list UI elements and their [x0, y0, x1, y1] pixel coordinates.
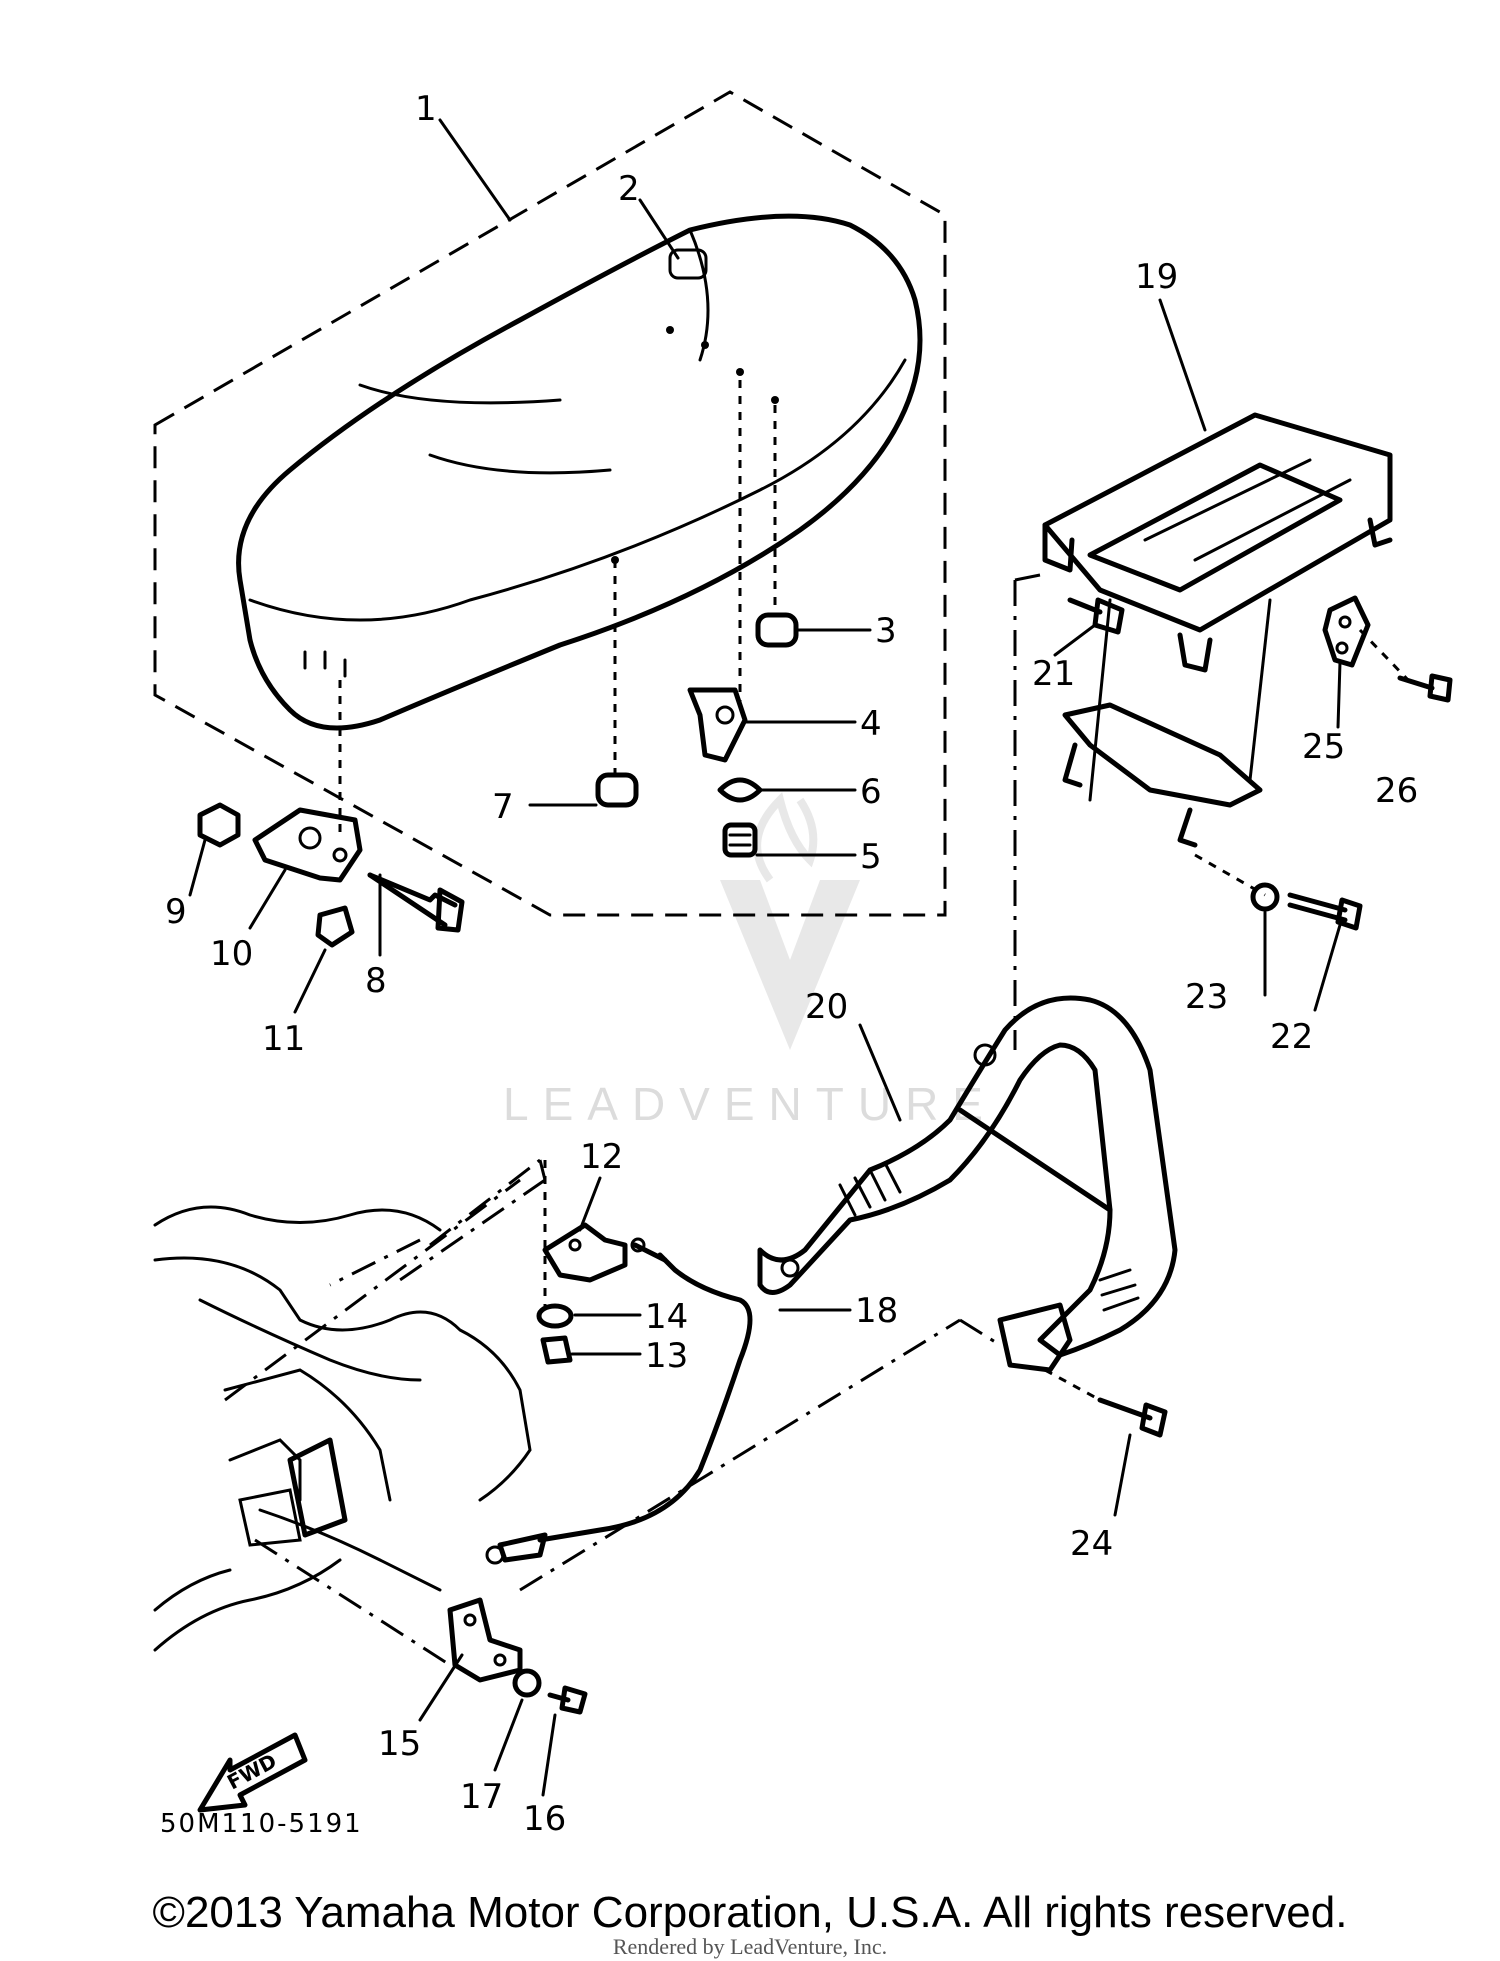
lock-bracket-15 [447, 1597, 523, 1683]
callout-2: 2 [618, 169, 640, 209]
rear-carrier-19 [1042, 412, 1393, 802]
seat-bracket-10 [252, 807, 363, 883]
nut-9 [197, 802, 241, 848]
washer-14 [536, 1303, 574, 1329]
callout-3: 3 [875, 611, 897, 651]
leader-lines [188, 118, 1342, 1797]
callout-5: 5 [860, 837, 882, 877]
carrier-stay [1062, 702, 1263, 848]
callout-24: 24 [1070, 1524, 1113, 1564]
seat-lock-12 [542, 1222, 628, 1283]
bolt-22 [1287, 892, 1363, 931]
callout-8: 8 [365, 961, 387, 1001]
callout-25: 25 [1302, 727, 1345, 767]
callout-12: 12 [580, 1137, 623, 1177]
callout-17: 17 [460, 1777, 503, 1817]
callout-14: 14 [645, 1297, 688, 1337]
callout-20: 20 [805, 987, 848, 1027]
bracket-25 [1322, 595, 1371, 668]
frame-section [153, 1158, 547, 1652]
seat-stopper-bracket-4 [687, 687, 748, 763]
seat-damper-3 [755, 612, 799, 648]
callout-13: 13 [645, 1336, 688, 1376]
leadventure-watermark: LEADVENTURE [503, 792, 997, 1130]
nut-13 [540, 1335, 573, 1365]
seat-lock-cable-18 [485, 1237, 753, 1565]
callout-11: 11 [262, 1019, 305, 1059]
callout-21: 21 [1032, 654, 1075, 694]
seat [236, 213, 923, 731]
rendered-by-credit: Rendered by LeadVenture, Inc. [612, 1934, 888, 1959]
figure-code: 50M110-5191 [160, 1809, 363, 1839]
callout-1: 1 [415, 89, 437, 129]
bolt-21 [1067, 597, 1125, 635]
fwd-direction-arrow: FWD [197, 1732, 308, 1813]
watermark-text: LEADVENTURE [503, 1078, 997, 1130]
collar-11 [315, 905, 355, 948]
callout-18: 18 [855, 1291, 898, 1331]
callout-6: 6 [860, 772, 882, 812]
callout-16: 16 [523, 1799, 566, 1839]
callout-10: 10 [210, 934, 253, 974]
bolt-16 [547, 1685, 588, 1715]
callout-19: 19 [1135, 257, 1178, 297]
callout-23: 23 [1185, 977, 1228, 1017]
seat-hook-2 [668, 248, 708, 280]
screw-5 [722, 822, 758, 858]
lock-washer-6 [717, 777, 763, 803]
bolt-26 [1397, 673, 1453, 703]
bolt-8 [367, 872, 465, 933]
callout-9: 9 [165, 892, 187, 932]
washer-17 [512, 1668, 542, 1698]
copyright-notice: ©2013 Yamaha Motor Corporation, U.S.A. A… [152, 1888, 1348, 1937]
seat-damper-7 [595, 772, 639, 808]
callout-7: 7 [492, 787, 514, 827]
callout-4: 4 [860, 704, 882, 744]
grab-bar-20 [757, 995, 1178, 1373]
washer-23 [1250, 882, 1280, 912]
callout-15: 15 [378, 1724, 421, 1764]
seat-assembly-group-outline [153, 90, 947, 917]
bolt-24 [1097, 1397, 1168, 1438]
callout-22: 22 [1270, 1017, 1313, 1057]
callout-26: 26 [1375, 771, 1418, 811]
